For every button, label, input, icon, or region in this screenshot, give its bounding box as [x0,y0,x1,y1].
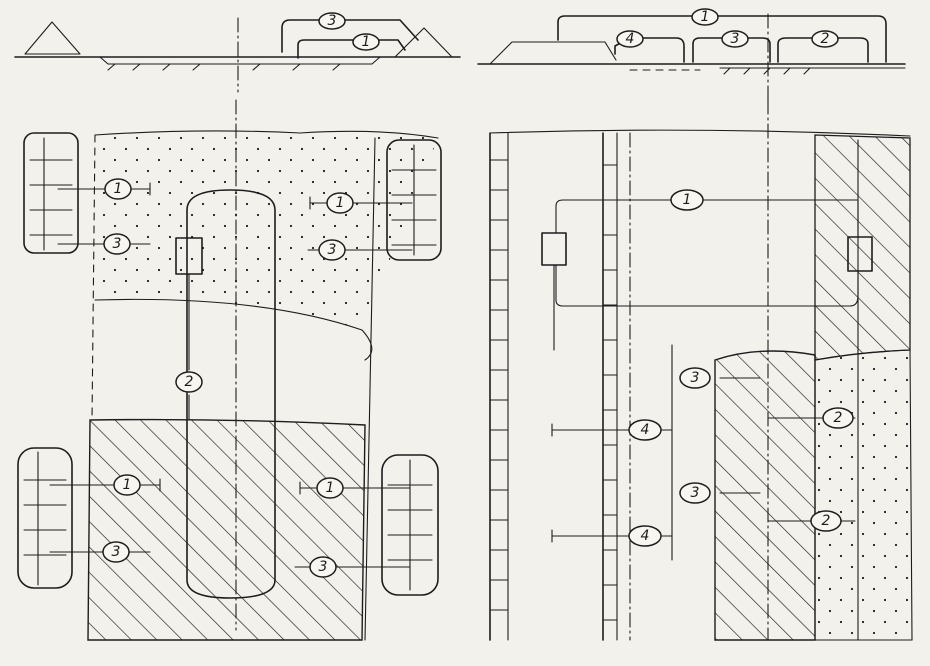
svg-text:1: 1 [123,477,132,493]
svg-text:1: 1 [326,480,335,496]
left-soil-pile [24,21,81,55]
vehicle-bottom-left [17,447,73,589]
svg-text:2: 2 [822,513,831,529]
right-soil-pile [394,27,453,58]
svg-text:3: 3 [113,236,122,252]
svg-text:3: 3 [691,485,700,501]
label-1-plan-bl: 1 [113,474,141,496]
label-2-plan-center: 2 [175,371,203,393]
transport-path-1-right [557,15,887,63]
fill-zone-hatched [87,418,366,641]
svg-text:2: 2 [834,410,843,426]
label-3-plan-bl: 3 [102,541,130,563]
svg-text:3: 3 [328,242,337,258]
label-3-top-left: 3 [318,12,346,30]
excavation-track [186,189,276,599]
cut-zone-dotted [95,130,438,330]
transport-path-4-right [614,37,685,63]
svg-text:4: 4 [626,31,635,47]
placed-fill-pile [489,41,617,65]
label-2-top-right: 2 [811,30,839,48]
ladder-left [489,159,509,611]
label-1-plan-tl: 1 [104,178,132,200]
label-1-plan-br: 1 [316,477,344,499]
svg-text:4: 4 [641,422,650,438]
hatched-zone-upper-right [814,134,911,361]
svg-text:2: 2 [185,374,194,390]
svg-text:4: 4 [641,528,650,544]
label-2-right-plan-b: 2 [810,510,842,532]
excavator-right-right [847,236,873,272]
svg-text:1: 1 [701,9,710,25]
svg-text:3: 3 [731,31,740,47]
label-1-top-right: 1 [691,8,719,26]
label-3-top-right: 3 [721,30,749,48]
ladder-middle [602,164,618,621]
left-cross-section [14,17,461,93]
svg-text:1: 1 [336,195,345,211]
svg-text:1: 1 [114,181,123,197]
right-cross-section [477,13,906,101]
excavator-right-left [541,232,567,266]
label-4-right-plan-b: 4 [628,525,662,547]
label-3-right-plan-b: 3 [679,482,711,504]
dotted-zone-right [814,349,913,641]
label-4-right-plan-a: 4 [628,419,662,441]
svg-text:1: 1 [362,34,371,50]
label-1-plan-tr: 1 [326,192,354,214]
transport-path-1-top [297,39,406,59]
label-4-top-right: 4 [616,30,644,48]
left-plan-view [17,99,442,641]
label-1-top-left: 1 [352,33,380,51]
svg-text:2: 2 [821,31,830,47]
label-3-plan-br: 3 [309,556,337,578]
svg-text:3: 3 [319,559,328,575]
excavation-profile-left [99,56,381,65]
labels: 3 1 1 4 3 2 1 3 1 3 2 1 3 1 3 1 3 4 3 4 … [102,8,854,578]
svg-text:3: 3 [328,13,337,29]
vehicle-top-right [386,139,442,261]
label-3-plan-tr: 3 [318,239,346,261]
transport-path-3-top [281,19,419,53]
route-1-top [555,199,859,238]
label-2-right-plan-a: 2 [822,407,854,429]
vehicle-bottom-right [381,454,439,596]
svg-text:3: 3 [691,370,700,386]
route-1-bottom [555,264,859,307]
svg-text:1: 1 [683,192,692,208]
label-1-right-plan: 1 [670,189,704,211]
hatched-zone-center [714,350,816,641]
label-3-plan-tl: 3 [103,233,131,255]
svg-text:3: 3 [112,544,121,560]
vehicle-top-left [23,132,79,254]
label-3-right-plan-a: 3 [679,367,711,389]
